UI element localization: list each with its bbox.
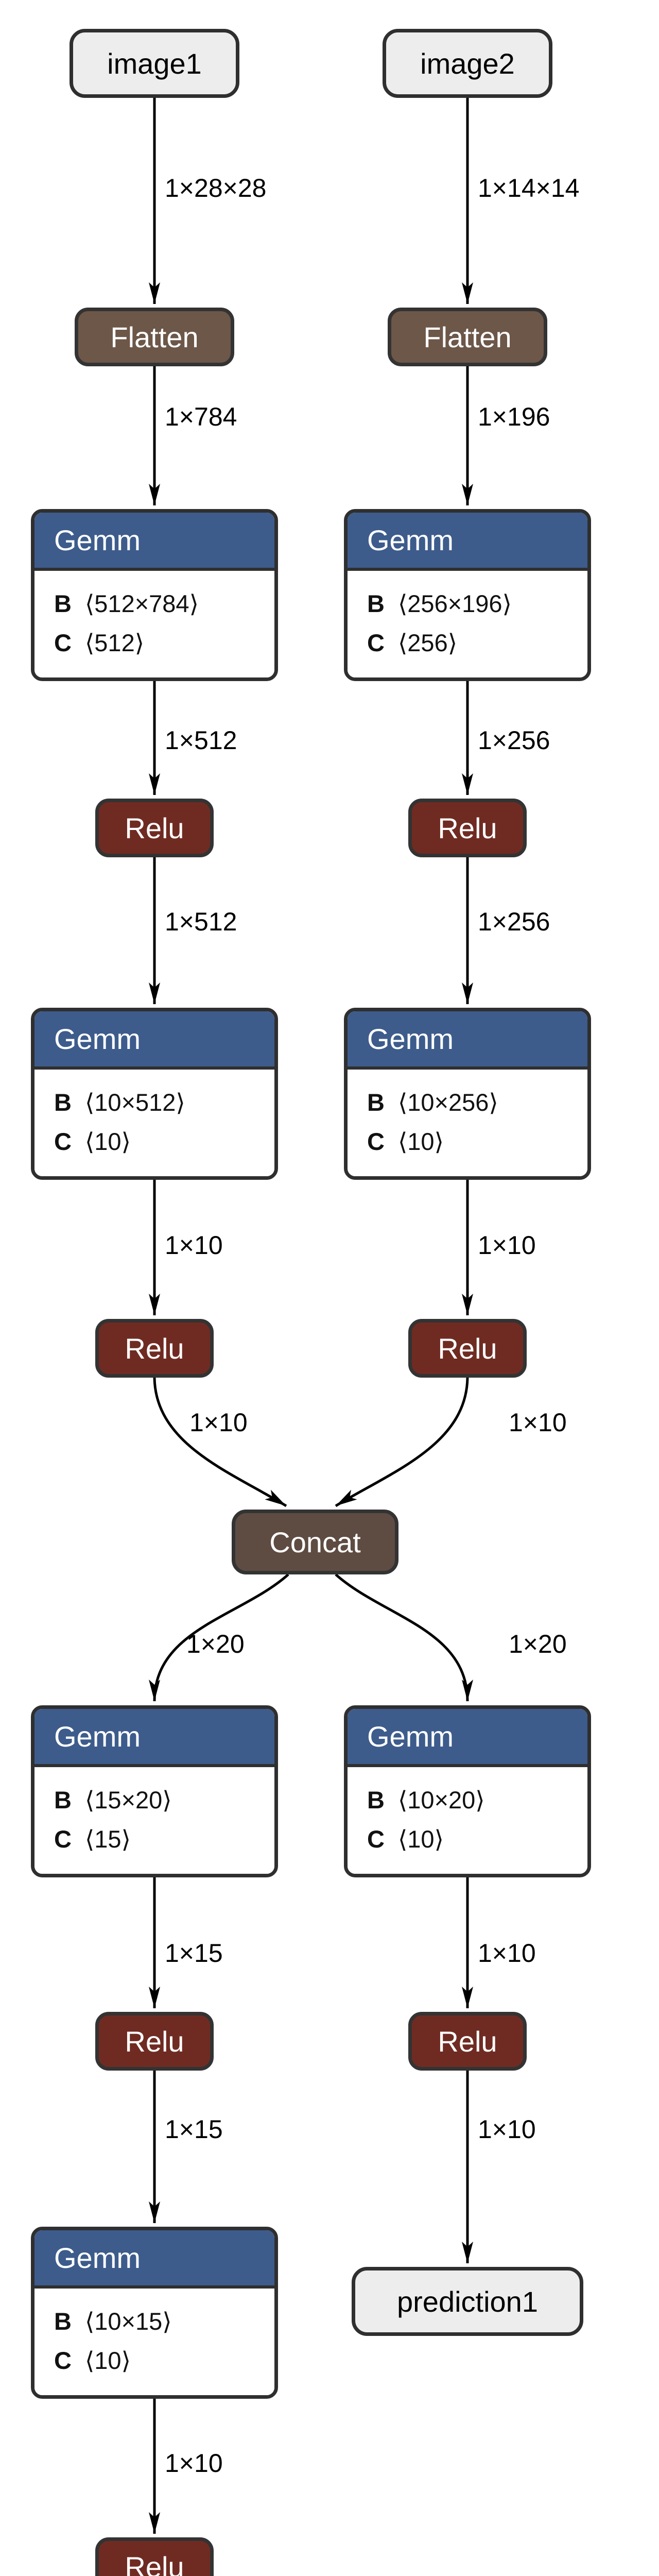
gemm-param-c: C⟨10⟩	[367, 1825, 444, 1853]
node-flatten-left[interactable]: Flatten	[75, 308, 234, 366]
edge-label: 1×20	[509, 1630, 567, 1658]
gemm-param-b: B⟨256×196⟩	[367, 590, 512, 617]
node-label: Relu	[438, 2025, 497, 2058]
node-prediction1[interactable]: prediction1	[352, 2267, 583, 2336]
gemm-param-c: C⟨10⟩	[367, 1128, 444, 1156]
gemm-params: B⟨15×20⟩ C⟨15⟩	[34, 1767, 274, 1874]
edge-label: 1×10	[509, 1408, 567, 1437]
edge-concat-gemm-r	[335, 1573, 473, 1702]
node-gemm-l1[interactable]: Gemm B⟨512×784⟩ C⟨512⟩	[31, 509, 278, 681]
node-label: Gemm	[367, 1720, 454, 1753]
gemm-param-b: B⟨512×784⟩	[54, 590, 199, 617]
edge-label: 1×10	[478, 1939, 536, 1968]
node-relu-r1[interactable]: Relu	[408, 799, 527, 857]
gemm-param-b: B⟨10×20⟩	[367, 1786, 485, 1814]
node-label: image2	[420, 47, 515, 80]
gemm-param-b: B⟨15×20⟩	[54, 1786, 172, 1814]
edge-label: 1×196	[478, 402, 550, 431]
gemm-params: B⟨10×20⟩ C⟨10⟩	[348, 1767, 587, 1874]
node-label: Flatten	[110, 320, 199, 353]
gemm-param-c: C⟨15⟩	[54, 1825, 131, 1853]
gemm-params: B⟨10×15⟩ C⟨10⟩	[34, 2289, 274, 2395]
edge-label: 1×10	[165, 1231, 223, 1260]
node-label: Relu	[125, 2025, 184, 2058]
node-label: Relu	[125, 1332, 184, 1365]
gemm-params: B⟨10×512⟩ C⟨10⟩	[34, 1070, 274, 1176]
edge-relu-concat-r	[335, 1377, 469, 1507]
gemm-header: Gemm	[34, 1011, 274, 1070]
edge-relu-concat-l	[153, 1377, 287, 1507]
node-relu-l2[interactable]: Relu	[95, 1319, 214, 1378]
node-label: Gemm	[54, 1023, 141, 1055]
edge-label: 1×256	[478, 907, 550, 936]
node-gemm-l2[interactable]: Gemm B⟨10×512⟩ C⟨10⟩	[31, 1008, 278, 1180]
node-label: Gemm	[367, 1023, 454, 1055]
node-label: Relu	[438, 811, 497, 844]
node-label: Relu	[125, 2550, 184, 2576]
node-image1[interactable]: image1	[70, 29, 239, 98]
edge-label: 1×256	[478, 726, 550, 755]
gemm-param-c: C⟨10⟩	[54, 2347, 131, 2375]
edge-label: 1×20	[186, 1630, 245, 1658]
node-label: Concat	[269, 1526, 361, 1558]
node-label: Relu	[125, 811, 184, 844]
gemm-params: B⟨512×784⟩ C⟨512⟩	[34, 571, 274, 677]
node-label: prediction1	[397, 2285, 538, 2318]
node-relu-r2[interactable]: Relu	[408, 1319, 527, 1378]
edge-concat-gemm-l	[149, 1573, 289, 1702]
edge-label: 1×784	[165, 402, 237, 431]
edge-label: 1×512	[165, 726, 237, 755]
edge-label: 1×15	[165, 2115, 223, 2144]
node-gemm-r2[interactable]: Gemm B⟨10×256⟩ C⟨10⟩	[344, 1008, 591, 1180]
gemm-params: B⟨10×256⟩ C⟨10⟩	[348, 1070, 587, 1176]
node-flatten-right[interactable]: Flatten	[388, 308, 547, 366]
gemm-header: Gemm	[348, 1011, 587, 1070]
edge-label: 1×10	[478, 2115, 536, 2144]
gemm-param-b: B⟨10×512⟩	[54, 1089, 185, 1116]
edge-label: 1×10	[165, 2449, 223, 2478]
edge-label: 1×14×14	[478, 174, 580, 202]
node-relu-r3[interactable]: Relu	[408, 2012, 527, 2071]
gemm-param-b: B⟨10×256⟩	[367, 1089, 498, 1116]
node-relu-l1[interactable]: Relu	[95, 799, 214, 857]
gemm-header: Gemm	[34, 513, 274, 571]
gemm-param-c: C⟨10⟩	[54, 1128, 131, 1156]
node-gemm-l4[interactable]: Gemm B⟨10×15⟩ C⟨10⟩	[31, 2227, 278, 2399]
node-label: Gemm	[367, 524, 454, 556]
node-label: Gemm	[54, 524, 141, 556]
node-label: Relu	[438, 1332, 497, 1365]
node-label: Gemm	[54, 1720, 141, 1753]
node-image2[interactable]: image2	[383, 29, 552, 98]
edge-label: 1×10	[189, 1408, 248, 1437]
node-gemm-r3[interactable]: Gemm B⟨10×20⟩ C⟨10⟩	[344, 1705, 591, 1877]
node-label: Gemm	[54, 2242, 141, 2274]
gemm-header: Gemm	[348, 513, 587, 571]
gemm-header: Gemm	[348, 1709, 587, 1767]
gemm-param-b: B⟨10×15⟩	[54, 2308, 172, 2335]
gemm-param-c: C⟨256⟩	[367, 629, 458, 657]
node-relu-l3[interactable]: Relu	[95, 2012, 214, 2071]
gemm-header: Gemm	[34, 1709, 274, 1767]
node-gemm-l3[interactable]: Gemm B⟨15×20⟩ C⟨15⟩	[31, 1705, 278, 1877]
node-concat[interactable]: Concat	[232, 1510, 398, 1574]
edge-label: 1×512	[165, 907, 237, 936]
node-label: image1	[107, 47, 202, 80]
edge-label: 1×28×28	[165, 174, 267, 202]
edge-label: 1×10	[478, 1231, 536, 1260]
node-gemm-r1[interactable]: Gemm B⟨256×196⟩ C⟨256⟩	[344, 509, 591, 681]
edge-label: 1×15	[165, 1939, 223, 1968]
gemm-params: B⟨256×196⟩ C⟨256⟩	[348, 571, 587, 677]
gemm-header: Gemm	[34, 2230, 274, 2289]
gemm-param-c: C⟨512⟩	[54, 629, 145, 657]
node-relu-l4[interactable]: Relu	[95, 2537, 214, 2576]
node-label: Flatten	[423, 320, 512, 353]
